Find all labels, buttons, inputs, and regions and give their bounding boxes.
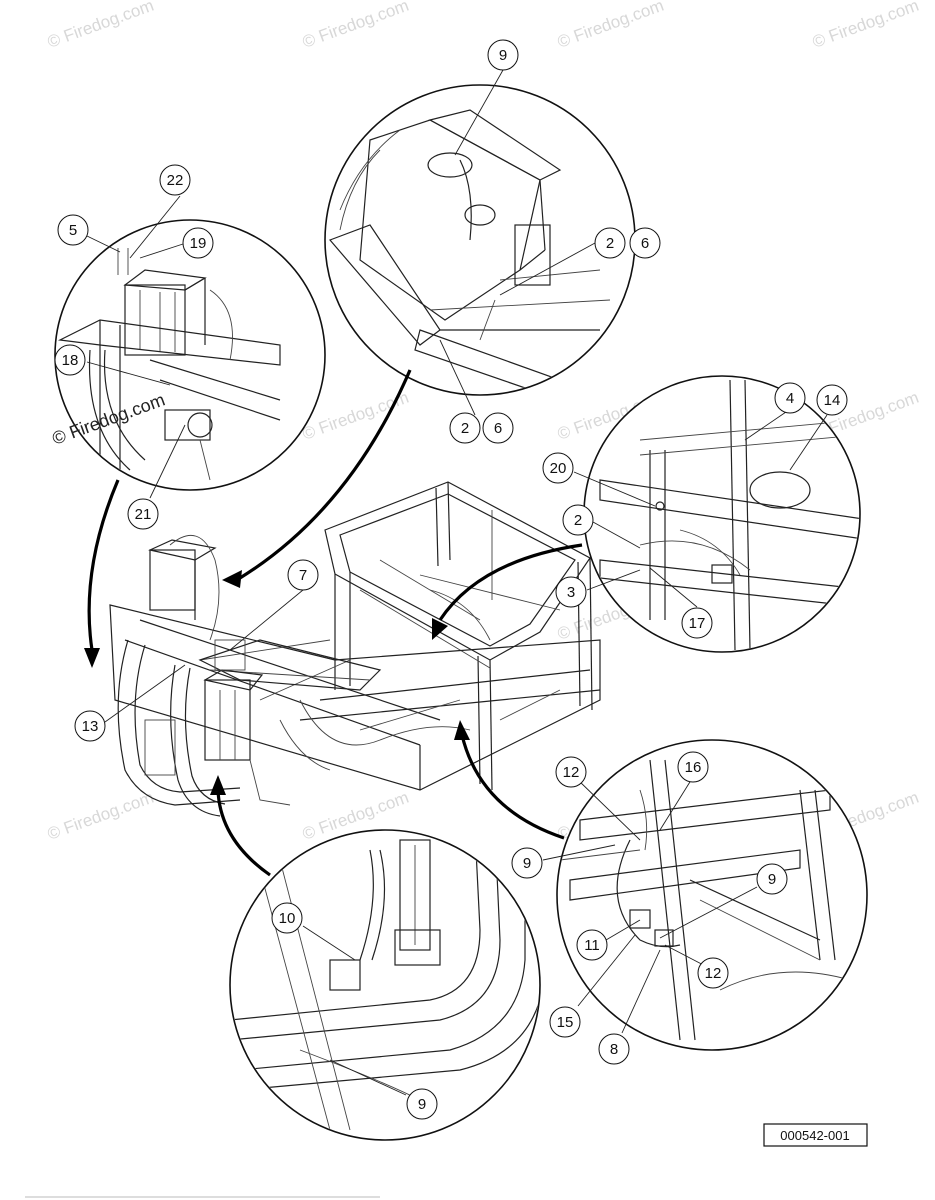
callout-label: 12 [563, 764, 580, 781]
main-frame-assembly [109, 481, 601, 817]
callout-label: 9 [523, 855, 531, 872]
callout-label: 7 [299, 567, 307, 584]
watermark: © Firedog.com [300, 0, 411, 52]
callout-label: 9 [768, 871, 776, 888]
callout-11: 11 [576, 929, 608, 961]
watermark: © Firedog.com [45, 788, 156, 844]
callout-label: 22 [167, 172, 184, 189]
callout-20: 20 [542, 452, 574, 484]
callout-label: 13 [82, 718, 99, 735]
callout-18: 18 [54, 344, 86, 376]
detail-circle-top [324, 84, 636, 396]
callout-layer: 9 2 6 2 6 22 5 19 [54, 39, 848, 1120]
callout-2-top-right: 2 [594, 227, 626, 259]
callout-label: 11 [584, 937, 600, 954]
callout-16: 16 [677, 751, 709, 783]
callout-label: 2 [461, 420, 469, 437]
callout-6-top-bottom: 6 [482, 412, 514, 444]
callout-7: 7 [287, 559, 319, 591]
callout-4: 4 [774, 382, 806, 414]
reference-code-box: 000542-001 [763, 1123, 868, 1147]
callout-15: 15 [549, 1006, 581, 1038]
callout-label: 17 [689, 615, 706, 632]
callout-label: 2 [574, 512, 582, 529]
callout-5: 5 [57, 214, 89, 246]
watermark: © Firedog.com [45, 0, 156, 52]
callout-21: 21 [127, 498, 159, 530]
callout-label: 19 [190, 235, 207, 252]
callout-label: 14 [824, 392, 841, 409]
callout-label: 9 [499, 47, 507, 64]
callout-label: 4 [786, 390, 794, 407]
callout-2-right: 2 [562, 504, 594, 536]
callout-17: 17 [681, 607, 713, 639]
callout-8: 8 [598, 1033, 630, 1065]
detail-circle-bottom-right [556, 739, 868, 1051]
callout-label: 12 [705, 965, 722, 982]
callout-label: 16 [685, 759, 702, 776]
callout-label: 6 [641, 235, 649, 252]
callout-14: 14 [816, 384, 848, 416]
callout-3: 3 [555, 576, 587, 608]
detail-circle-left: © Firedog.com [50, 219, 326, 491]
watermark: © Firedog.com [810, 0, 921, 52]
callout-22: 22 [159, 164, 191, 196]
callout-13: 13 [74, 710, 106, 742]
callout-19: 19 [182, 227, 214, 259]
detail-circle-right [583, 375, 861, 653]
callout-label: 2 [606, 235, 614, 252]
callout-6-top-right: 6 [629, 227, 661, 259]
callout-label: 9 [418, 1096, 426, 1113]
callout-9-bottom-right-right: 9 [756, 863, 788, 895]
callout-label: 15 [557, 1014, 574, 1031]
callout-12-bottom: 12 [697, 957, 729, 989]
callout-12-top: 12 [555, 756, 587, 788]
callout-label: 5 [69, 222, 77, 239]
detail-circle-bottom [229, 829, 541, 1141]
callout-label: 18 [62, 352, 79, 369]
callout-label: 6 [494, 420, 502, 437]
connector-arrows [84, 369, 583, 877]
watermark: © Firedog.com [555, 0, 666, 52]
callout-label: 10 [279, 910, 296, 927]
callout-9-top: 9 [487, 39, 519, 71]
callout-label: 8 [610, 1041, 618, 1058]
callout-label: 3 [567, 584, 575, 601]
callout-label: 20 [550, 460, 567, 477]
callout-10: 10 [271, 902, 303, 934]
reference-code: 000542-001 [780, 1128, 849, 1143]
leader-lines [86, 69, 828, 1096]
callout-2-top-bottom: 2 [449, 412, 481, 444]
callout-9-bottom-right-left: 9 [511, 847, 543, 879]
callout-9-bottom: 9 [406, 1088, 438, 1120]
callout-label: 21 [135, 506, 152, 523]
